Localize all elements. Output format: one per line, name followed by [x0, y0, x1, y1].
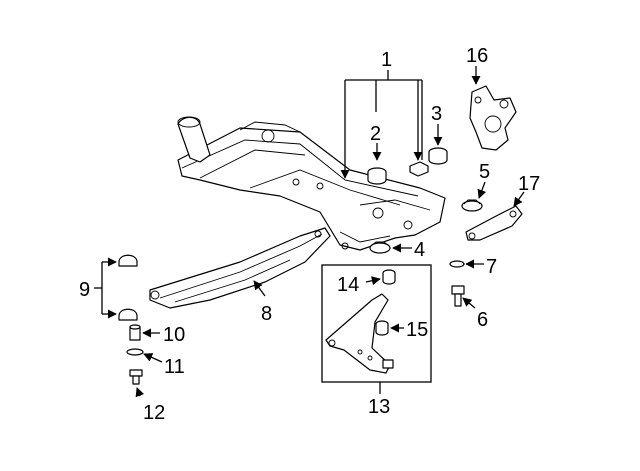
leader-lines — [94, 66, 525, 398]
bushing-2 — [367, 167, 387, 185]
nut-top — [409, 161, 429, 177]
subframe-crossmember — [177, 121, 446, 251]
callout-3: 3 — [431, 103, 442, 125]
callout-15: 15 — [406, 319, 428, 341]
bolt-6 — [451, 285, 465, 307]
steering-knuckle — [469, 85, 517, 151]
callout-4: 4 — [414, 239, 425, 261]
bolt-12 — [129, 369, 143, 385]
callout-12: 12 — [143, 402, 165, 424]
ball-joint — [382, 359, 394, 369]
lower-control-arm — [325, 293, 391, 374]
bushing-14 — [382, 269, 396, 285]
spacer-10 — [129, 324, 141, 341]
callout-8: 8 — [261, 303, 272, 325]
subframe-tower — [177, 116, 211, 163]
callout-1: 1 — [381, 49, 392, 71]
bushing-15 — [375, 320, 389, 336]
callout-9: 9 — [79, 279, 90, 301]
insulator-lower — [118, 308, 138, 321]
callout-16: 16 — [466, 45, 488, 67]
callout-13: 13 — [368, 396, 390, 418]
callout-7: 7 — [486, 256, 497, 278]
callout-5: 5 — [479, 161, 490, 183]
insulator-upper — [118, 254, 138, 267]
mount-4 — [369, 241, 391, 254]
callout-11: 11 — [164, 356, 185, 378]
callout-14: 14 — [337, 274, 359, 296]
callout-2: 2 — [370, 123, 381, 145]
callout-10: 10 — [163, 324, 185, 346]
callout-17: 17 — [518, 173, 540, 195]
washer-7 — [449, 260, 465, 268]
bushing-3 — [428, 147, 448, 165]
control-arm-box — [321, 264, 432, 383]
mount-5 — [461, 199, 483, 212]
reinforcement-bar — [149, 227, 331, 309]
stabilizer-link — [465, 205, 523, 241]
callout-6: 6 — [477, 309, 488, 331]
washer-11 — [126, 348, 144, 356]
